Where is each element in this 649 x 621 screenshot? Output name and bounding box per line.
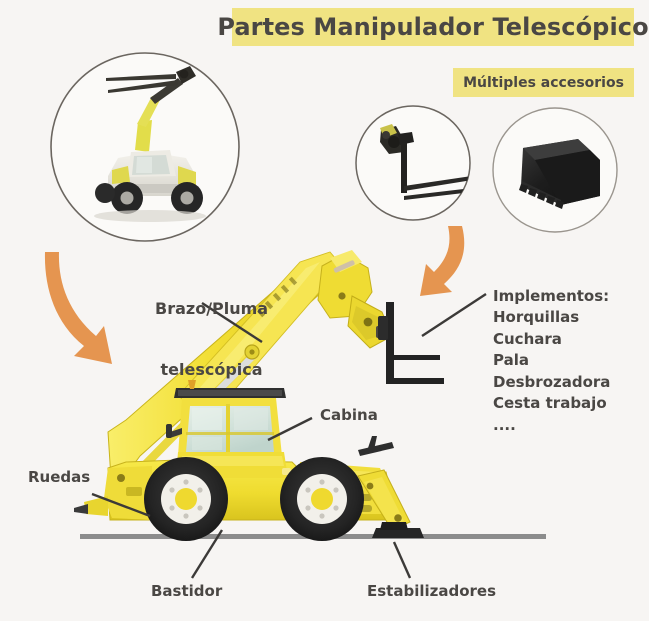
front-wheel	[144, 457, 228, 541]
implements-item: Horquillas	[493, 308, 580, 327]
arrow-to-machine	[44, 252, 112, 364]
callout-stabilizers: Estabilizadores	[367, 582, 497, 600]
leader-lines	[91, 292, 487, 579]
bucket-photo-circle	[492, 107, 618, 233]
implements-item: Desbrozadora	[493, 372, 611, 391]
leader-stabilizers	[392, 541, 412, 579]
callout-boom-line1: Brazo/Pluma	[155, 298, 269, 318]
callout-cabin: Cabina	[320, 406, 378, 424]
rear-wheel	[280, 457, 364, 541]
implements-heading: Implementos:	[493, 287, 610, 305]
implements-item: Cesta trabajo	[493, 394, 607, 413]
implements-list: Implementos: Horquillas Cuchara Pala Des…	[493, 286, 610, 436]
implements-item: Cuchara	[493, 329, 562, 348]
callout-frame: Bastidor	[151, 582, 223, 600]
leader-wheels	[91, 492, 151, 518]
leader-implements	[421, 292, 487, 338]
ground-line	[80, 534, 546, 539]
arrow-to-attachments	[420, 226, 465, 296]
page-title-banner: Partes Manipulador Telescópico	[217, 8, 649, 46]
stabilizer-leg	[357, 469, 424, 538]
implements-item-ellipsis: ....	[493, 415, 516, 434]
accessories-badge: Múltiples accesorios	[453, 68, 634, 97]
implements-item: Pala	[493, 351, 529, 370]
leader-frame	[190, 529, 224, 579]
machine-photo-circle	[50, 52, 240, 242]
page-title: Partes Manipulador Telescópico	[217, 13, 649, 41]
callout-boom-line2: telescópica	[160, 360, 263, 380]
callout-wheels: Ruedas	[28, 468, 91, 486]
leader-cabin	[267, 416, 313, 442]
accessories-badge-label: Múltiples accesorios	[463, 74, 624, 91]
callout-boom: Brazo/Pluma telescópica	[155, 258, 268, 422]
forks-photo-circle	[355, 105, 471, 221]
fork-carriage	[386, 302, 394, 384]
